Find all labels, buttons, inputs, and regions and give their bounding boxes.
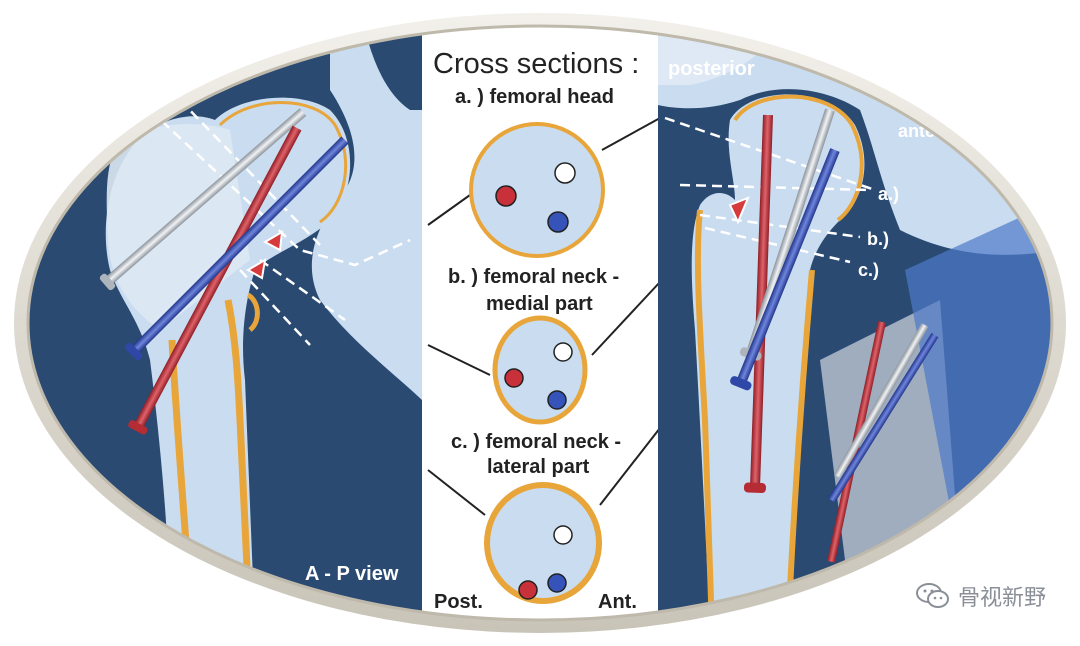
red-screw-dot-a (495, 185, 517, 207)
posterior-orientation-label: Post. (434, 591, 483, 613)
center-panel-cross-sections: Cross sections : a. ) femoral head b. ) … (422, 30, 661, 620)
section-c-label-2: lateral part (487, 456, 590, 478)
section-b-label-1: b. ) femoral neck - (448, 266, 619, 288)
section-b-label-2: medial part (486, 293, 593, 315)
red-screw-left (128, 125, 302, 435)
section-a-label: a. ) femoral head (455, 86, 614, 108)
red-screw-dot-b (504, 368, 524, 388)
cross-section-a (469, 122, 605, 258)
anterior-orientation-label: Ant. (598, 591, 637, 613)
blue-screw-dot-a (547, 211, 569, 233)
blue-screw-right (730, 148, 840, 391)
ap-view-label: A - P view (305, 563, 399, 585)
blue-screw-small (828, 332, 939, 503)
silver-screw-small (834, 323, 929, 479)
silver-screw-dot-a (554, 162, 576, 184)
silver-screw-dot-c (553, 525, 573, 545)
left-panel-ap-view: A - P view (28, 30, 422, 620)
silver-screw-dot-b (553, 342, 573, 362)
marker-arrow-left-2 (246, 258, 267, 280)
marker-arrow-left-1 (262, 230, 284, 252)
blue-screw-dot-c (547, 573, 567, 593)
marker-arrow-right (728, 196, 750, 225)
blue-screw-dot-b (547, 390, 567, 410)
silver-screw-left (99, 108, 307, 291)
watermark-text: 骨视新野 (957, 586, 1046, 611)
posterior-label: posterior (668, 58, 755, 80)
cross-section-b (492, 315, 588, 425)
right-panel-lateral-view: posterior ante a.) b.) c.) (658, 30, 1052, 620)
wechat-icon (915, 583, 949, 608)
section-c-label-1: c. ) femoral neck - (451, 431, 621, 453)
red-screw-dot-c (518, 580, 538, 600)
marker-b-label: b.) (867, 229, 889, 249)
red-screw-right (743, 114, 773, 494)
watermark: 骨视新野 (915, 580, 1046, 612)
marker-a-label: a.) (878, 184, 899, 204)
marker-c-label: c.) (858, 260, 879, 280)
cross-sections-title: Cross sections : (433, 48, 639, 80)
cross-section-c (484, 482, 602, 604)
blue-screw-left (124, 136, 349, 361)
